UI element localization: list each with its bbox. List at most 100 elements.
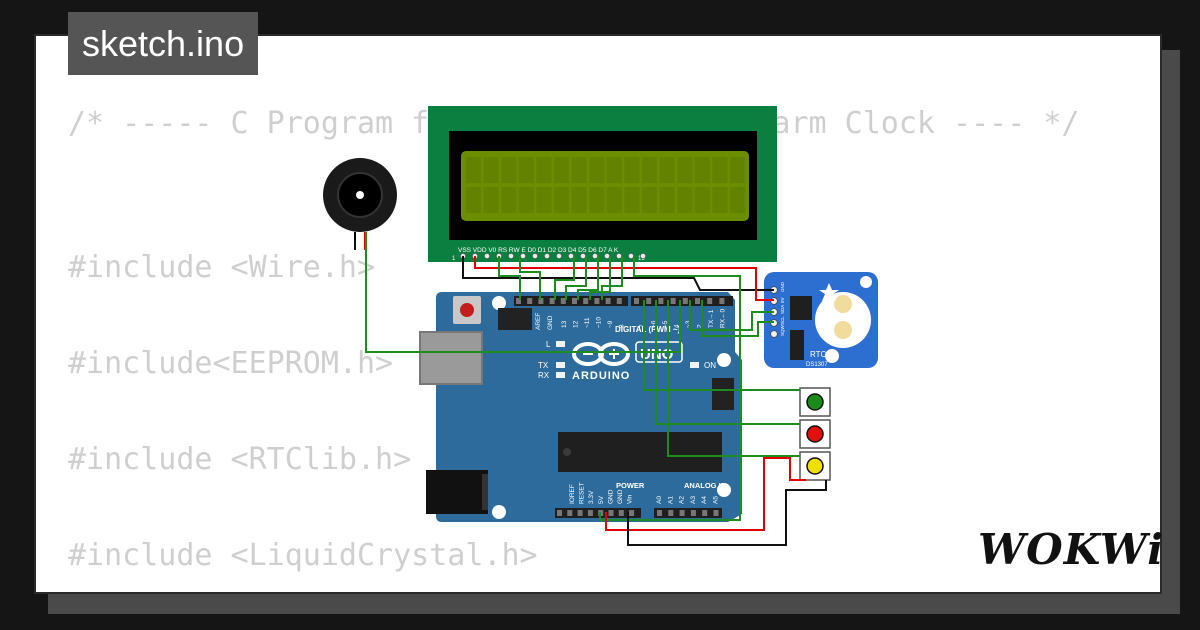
wire-lcd-e <box>519 256 541 300</box>
rtc-pin-label: SCL <box>780 316 785 325</box>
mount-hole <box>492 296 506 310</box>
push-button-red[interactable] <box>799 419 831 449</box>
digital-pin-label: 7 <box>639 324 646 328</box>
lcd-char-cell <box>536 187 552 213</box>
wire-lcd-d7 <box>589 256 611 300</box>
code-line-include-rtclib: #include <RTClib.h> <box>68 442 412 477</box>
lcd-pin <box>592 253 598 259</box>
code-line-include-wire: #include <Wire.h> <box>68 250 376 285</box>
lcd-char-cell <box>501 157 517 183</box>
wires <box>354 232 827 546</box>
lcd-char-cell <box>554 157 569 183</box>
wire-rtc-scl <box>701 300 774 337</box>
lcd-pin-16-label: 16 <box>638 256 645 262</box>
icsp2-header <box>712 378 734 410</box>
lcd-char-cell <box>677 157 693 183</box>
lcd-pin <box>568 253 574 259</box>
lcd-char-cell <box>518 187 534 213</box>
lcd-char-cell <box>712 157 728 183</box>
digital-header-label: DIGITAL (PWM ~) <box>615 325 681 334</box>
lcd-char-cell <box>677 187 693 213</box>
atmega-chip <box>558 432 722 472</box>
rtc-pin-label: GND <box>780 281 785 292</box>
mount-hole <box>717 353 731 367</box>
digital-pin-label: ~10 <box>596 317 603 328</box>
reset-button-cap <box>460 303 474 317</box>
lcd-pin <box>556 253 562 259</box>
arduino-infinity-logo <box>572 342 630 366</box>
lcd-char-cell <box>659 157 675 183</box>
digital-pin-label: 12 <box>573 320 580 328</box>
digital-pin-label: ~11 <box>584 317 591 328</box>
power-pin-label: RESET <box>579 482 586 504</box>
lcd-display[interactable]: VSS VDD V0 RS RW E D0 D1 D2 D3 D4 D5 D6 … <box>428 106 777 262</box>
on-label: ON <box>704 361 716 370</box>
digital-pin-label: RX←0 <box>720 308 727 328</box>
lcd-char-cell <box>589 187 605 213</box>
buzzer[interactable] <box>323 158 397 250</box>
mount-hole <box>717 483 731 497</box>
lcd-char-cell <box>554 187 569 213</box>
digital-pin-label: 2 <box>697 324 704 328</box>
digital-header-right <box>631 296 733 306</box>
lcd-pin <box>484 253 490 259</box>
lcd-char-cell <box>466 157 481 183</box>
digital-pin-label: ~6 <box>651 320 658 328</box>
lcd-char-cell <box>694 187 710 213</box>
push-button-yellow[interactable] <box>799 451 831 481</box>
wire-btn-gnd <box>627 480 827 546</box>
analog-pin-label: A0 <box>656 496 663 504</box>
analog-pin-label: A4 <box>701 496 708 504</box>
file-tab[interactable]: sketch.ino <box>68 12 259 75</box>
wire-lcd-d5 <box>565 256 587 300</box>
wire-btn-red <box>655 300 800 425</box>
lcd-char-cell <box>712 187 728 213</box>
lcd-char-cell <box>501 187 517 213</box>
code-line-include-eeprom: #include<EEPROM.h> <box>68 346 394 381</box>
arduino-brand: ARDUINO <box>572 370 630 382</box>
wire-lcd-d4 <box>554 256 575 300</box>
led-tx-label: TX <box>538 361 549 370</box>
rtc-crystal <box>790 330 804 360</box>
digital-pin-label: ~3 <box>685 320 692 328</box>
power-header-label: POWER <box>616 481 645 490</box>
wire-lcd-gnd <box>462 256 774 291</box>
lcd-char-cell <box>483 157 499 183</box>
analog-pin-label: A1 <box>667 496 674 504</box>
digital-pin-label: TX→1 <box>708 309 715 328</box>
buzzer-hole <box>356 191 364 199</box>
lcd-char-cell <box>606 187 622 213</box>
lcd-char-cell <box>624 187 640 213</box>
rtc-pin-label: 5V <box>780 297 785 303</box>
lcd-pin <box>640 253 646 259</box>
lcd-char-cell <box>589 157 605 183</box>
power-jack <box>426 470 488 514</box>
digital-pin-label: GND <box>547 315 554 330</box>
digital-pin-label: 13 <box>561 320 568 328</box>
led-l-label: L <box>546 340 551 349</box>
lcd-char-cell <box>606 157 622 183</box>
wire-btn-green <box>643 300 800 391</box>
power-pin-label: 5V <box>598 495 605 504</box>
rtc-chip-label: DS1307 <box>806 362 828 368</box>
mount-hole <box>492 505 506 519</box>
power-pin-label: Vin <box>627 494 634 504</box>
wire-lcd-a <box>601 256 623 300</box>
lcd-char-cell <box>694 157 710 183</box>
lcd-char-cell <box>518 157 534 183</box>
wire-btn-5v <box>605 457 806 531</box>
wire-btn-yellow <box>667 300 800 457</box>
push-button-green[interactable] <box>799 387 831 417</box>
digital-pin-label: ~9 <box>607 320 614 328</box>
lcd-pin <box>580 253 586 259</box>
digital-pin-label: AREF <box>535 313 542 330</box>
lcd-character-cells <box>466 157 745 213</box>
lcd-char-cell <box>466 187 481 213</box>
lcd-pin <box>604 253 610 259</box>
power-pin-label: GND <box>617 489 624 504</box>
